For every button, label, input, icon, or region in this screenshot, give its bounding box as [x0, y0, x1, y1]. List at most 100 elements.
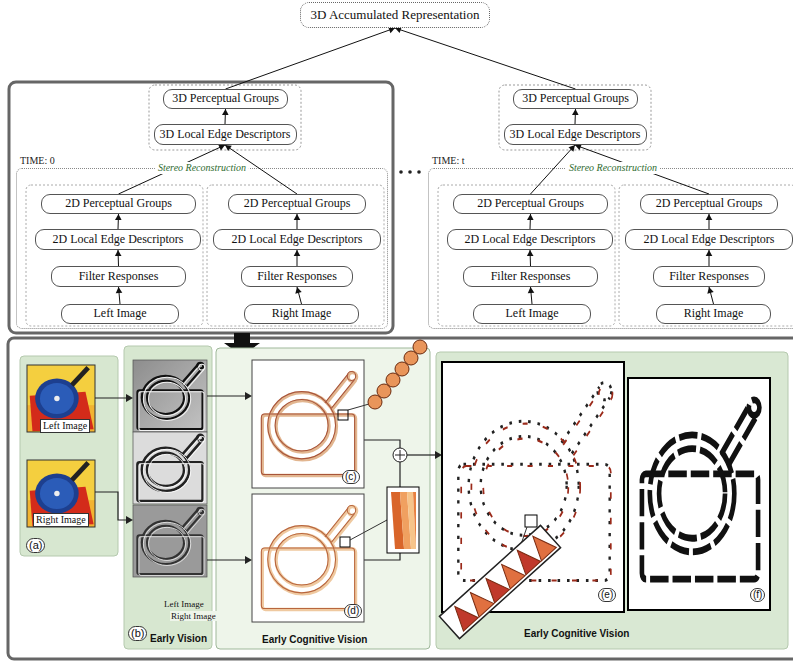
- inset-circles-part: [413, 340, 427, 354]
- inset-triangles-part: [525, 530, 556, 561]
- group-outline: [499, 85, 651, 150]
- callout-letter: (e): [598, 588, 616, 602]
- arrow-head: [115, 214, 122, 220]
- filter-image: [133, 432, 207, 504]
- box-label: 2D Local Edge Descriptors: [644, 233, 775, 247]
- ellipsis-dot: [408, 170, 412, 174]
- box-label: 3D Local Edge Descriptors: [160, 128, 291, 142]
- green-panel: [436, 352, 788, 649]
- connector-line: [395, 28, 576, 89]
- arrow-head: [569, 145, 575, 152]
- process-box: 3D Accumulated Representation: [300, 2, 490, 28]
- connector: [294, 214, 301, 229]
- stage-group: TIME: tStereo Reconstruction2D Perceptua…: [428, 168, 793, 329]
- process-box: Left Image: [473, 304, 591, 324]
- flow-lines-part: [207, 559, 247, 560]
- connector: [527, 214, 534, 229]
- process-box: 3D Local Edge Descriptors: [504, 124, 647, 145]
- box-label: 2D Perceptual Groups: [477, 197, 584, 211]
- connector: [116, 287, 123, 304]
- stage-label: Stereo Reconstruction: [155, 162, 249, 174]
- stage-caption: Early Vision: [148, 633, 209, 645]
- process-box: 2D Local Edge Descriptors: [447, 229, 613, 250]
- sum-symbol: [395, 450, 405, 460]
- box-label: Right Image: [684, 307, 744, 321]
- box-label: 2D Local Edge Descriptors: [232, 233, 363, 247]
- photo: [27, 365, 95, 432]
- ellipsis-dot: [399, 170, 403, 174]
- flow-heads-part: [435, 451, 442, 459]
- stage-caption: Early Cognitive Vision: [260, 634, 369, 646]
- filter-image-part: [133, 432, 207, 504]
- box-label: 2D Perceptual Groups: [65, 197, 172, 211]
- box-label: 2D Perceptual Groups: [244, 197, 351, 211]
- green-panel: [20, 356, 118, 556]
- photo: [27, 460, 95, 527]
- process-box: 3D Perceptual Groups: [163, 89, 288, 109]
- process-box: Right Image: [656, 304, 771, 324]
- arrow-head: [527, 214, 534, 220]
- process-box: 2D Perceptual Groups: [453, 194, 608, 214]
- box-label: Filter Responses: [79, 270, 159, 284]
- stage-label: Stereo Reconstruction: [566, 162, 660, 174]
- process-box: Left Image: [61, 304, 179, 324]
- edge-drawing: [262, 372, 356, 475]
- inset-triangles-part: [463, 586, 494, 617]
- inset-bars-part: [407, 492, 416, 549]
- box-label: 3D Accumulated Representation: [311, 8, 480, 23]
- arrow-head: [572, 109, 579, 115]
- connector: [706, 214, 713, 229]
- edge-image: [252, 494, 364, 622]
- green-panel: [124, 346, 212, 649]
- connector: [115, 214, 122, 229]
- inset-triangles-part: [479, 572, 510, 603]
- edge-drawing: [262, 506, 356, 609]
- filter-image-part: [133, 360, 207, 432]
- box-label: 3D Local Edge Descriptors: [510, 128, 641, 142]
- connector: [395, 27, 576, 89]
- process-box: 2D Perceptual Groups: [41, 194, 196, 214]
- arrow-head: [225, 145, 232, 151]
- column-outline: [438, 185, 615, 326]
- edge-image: [252, 360, 364, 488]
- image-label: Right Image: [170, 611, 217, 621]
- callout-letter: (d): [344, 604, 362, 618]
- connector: [115, 250, 122, 266]
- flow-lines-part: [95, 492, 128, 520]
- zoom-square: [340, 537, 350, 547]
- image-label: Right Image: [33, 513, 89, 527]
- process-box: Filter Responses: [241, 266, 353, 287]
- filter-image: [133, 505, 207, 577]
- box-label: Left Image: [506, 307, 559, 321]
- zoom-square: [525, 515, 537, 527]
- result-image: [628, 378, 770, 610]
- callout-letter: (f): [750, 588, 765, 602]
- connector: [706, 250, 713, 266]
- box-label: Left Image: [94, 307, 147, 321]
- filter-image-part: [133, 505, 207, 577]
- arrow-head: [115, 250, 122, 256]
- box-label: 2D Local Edge Descriptors: [465, 233, 596, 247]
- connector: [572, 109, 579, 124]
- leader-line: [350, 520, 387, 540]
- process-box: 2D Perceptual Groups: [228, 194, 366, 214]
- photo-frame: [27, 365, 95, 432]
- box-label: 3D Perceptual Groups: [172, 92, 279, 106]
- arrow-head: [707, 287, 713, 294]
- result-image: [442, 362, 624, 612]
- inset-triangles-part: [447, 600, 478, 631]
- flow-heads-part: [126, 394, 133, 402]
- process-box: 2D Local Edge Descriptors: [213, 229, 381, 250]
- detail-panel: [8, 338, 793, 659]
- process-box: Right Image: [244, 304, 359, 324]
- inset-box: [387, 487, 419, 553]
- column-outline: [26, 185, 203, 326]
- image-label: Left Image: [40, 419, 90, 433]
- arrow-head: [294, 214, 301, 220]
- box-label: Right Image: [272, 307, 332, 321]
- photo-frame: [27, 460, 95, 527]
- filter-image: [133, 360, 207, 432]
